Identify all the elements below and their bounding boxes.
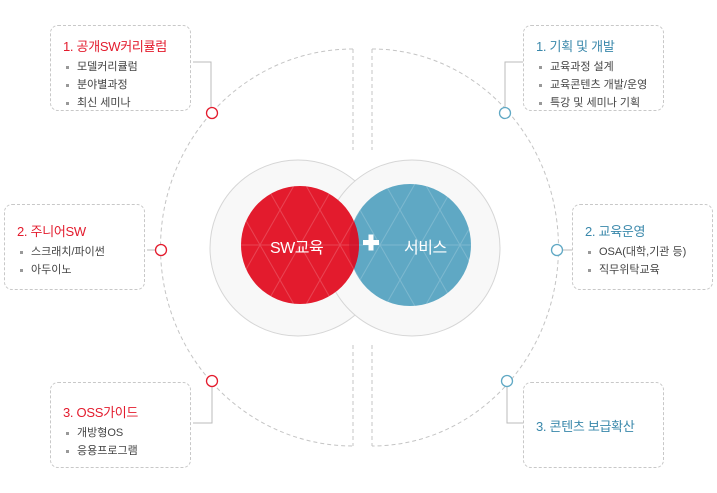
list-item: 모델커리큘럼 — [63, 58, 190, 76]
sw-education-label: SW교육 — [270, 240, 324, 257]
list-item: OSA(대학,기관 등) — [585, 243, 712, 261]
list-item: 스크래치/파이썬 — [17, 243, 144, 261]
plus-icon — [363, 234, 379, 251]
box-title: 1. 공개SW커리큘럼 — [63, 39, 167, 54]
node-left-1 — [205, 106, 219, 120]
right-box-2: 2. 교육운영 OSA(대학,기관 등)직무위탁교육 — [572, 204, 713, 290]
service-label: 서비스 — [404, 240, 447, 257]
box-title: 2. 주니어SW — [17, 224, 86, 239]
node-left-3 — [205, 374, 219, 388]
list-item: 교육과정 설계 — [536, 58, 663, 76]
box-title: 2. 교육운영 — [585, 224, 646, 239]
node-left-2 — [154, 243, 168, 257]
list-item: 최신 세미나 — [63, 94, 190, 112]
node-right-3 — [500, 374, 514, 388]
right-box-3: 3. 콘텐츠 보급확산 — [523, 382, 664, 468]
list-item: 아두이노 — [17, 261, 144, 279]
list-item: 응용프로그램 — [63, 442, 190, 460]
node-right-1 — [498, 106, 512, 120]
box-title: 1. 기획 및 개발 — [536, 39, 615, 54]
list-item: 교육콘텐츠 개발/운영 — [536, 76, 663, 94]
list-item: 특강 및 세미나 기획 — [536, 94, 663, 112]
list-item: 분야별과정 — [63, 76, 190, 94]
list-item: 직무위탁교육 — [585, 261, 712, 279]
list-item: 개방형OS — [63, 424, 190, 442]
left-dashed-arc — [160, 48, 354, 447]
box-title: 3. OSS가이드 — [63, 405, 139, 420]
box-title: 3. 콘텐츠 보급확산 — [536, 419, 635, 434]
node-right-2 — [550, 243, 564, 257]
